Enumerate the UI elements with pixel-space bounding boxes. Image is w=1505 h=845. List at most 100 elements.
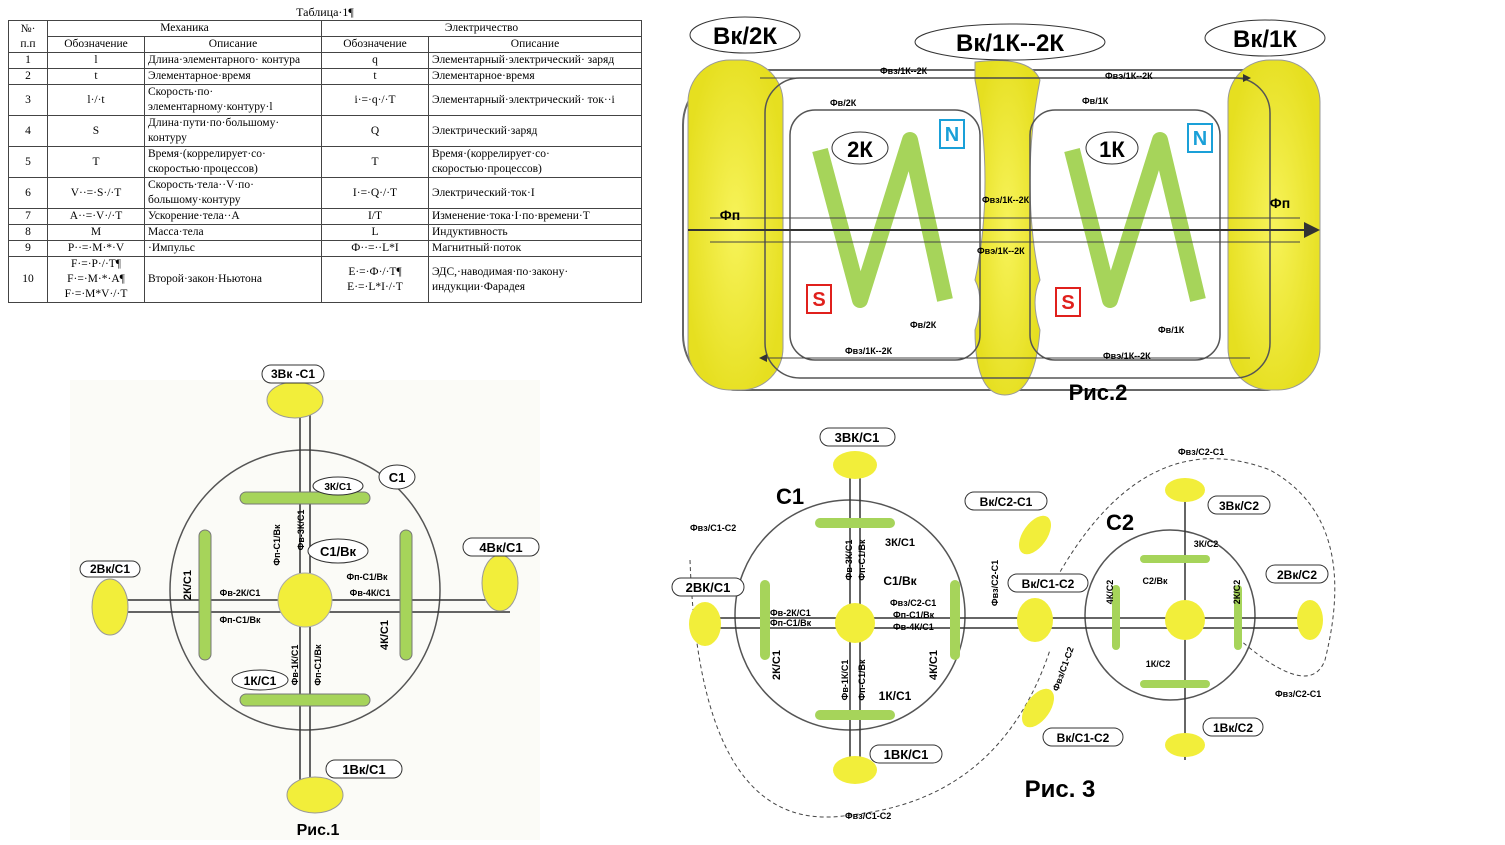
fig3-fv3k: Фв-3К/С1 (844, 540, 854, 581)
fig2-fv2k-top: Фв/2К (830, 98, 857, 108)
fig3-vk2c2: 2Вк/С2 (1277, 568, 1317, 582)
cell-e1: I·=·Q·/·T (321, 177, 429, 209)
fig1-fv-3k: Фв-3К/С1 (296, 510, 306, 551)
fig1-vk4: 4Вк/С1 (479, 540, 522, 555)
fig2-vk1k2k-oval (914, 23, 1106, 61)
fig3-centerc2: С2/Вк (1142, 576, 1168, 586)
fig2-coil-2k (812, 132, 953, 308)
cell-n: 4 (8, 115, 48, 147)
fig3-k4c2: 4К/С2 (1105, 580, 1115, 605)
cell-e2: Элементарный·электрический· заряд (428, 52, 642, 69)
fig3-vk3c2: 3Вк/С2 (1219, 499, 1259, 513)
cell-e1: Q (321, 115, 429, 147)
cell-e2: Электрический·заряд (428, 115, 642, 147)
cell-m1: V··=·S·/·T (47, 177, 145, 209)
fig3-fvz-c2c1-r: Фвз/С2-С1 (1275, 689, 1321, 699)
cell-m1: T (47, 146, 145, 178)
fig3-fv2k: Фв-2К/С1 (770, 608, 811, 618)
fig3-k1c1: 1К/С1 (879, 689, 912, 703)
fig2-fve-bot: Фвэ/1К--2К (1103, 351, 1151, 361)
fig3-k2c2: 2К/С2 (1232, 580, 1242, 605)
cell-m2: Скорость·тела··V·по· большому·контуру (144, 177, 322, 209)
fig2-coil-1k (1064, 132, 1206, 308)
fig3-c2: С2 (1106, 510, 1134, 535)
fig1-vk2: 2Вк/С1 (90, 562, 130, 576)
fig3-k3c2: 3К/С2 (1194, 539, 1219, 549)
fig3-vkc1c2: Вк/С1-С2 (1022, 577, 1075, 591)
fig1-caption: Рис.1 (297, 822, 340, 839)
fig3-vk1c1: 1ВК/С1 (884, 747, 929, 762)
fig1-k2: 2К/С1 (182, 570, 194, 600)
fig3: 3ВК/С1 1ВК/С1 2ВК/С1 Вк/С2-С1 Вк/С1-С2 В… (671, 427, 1336, 821)
fig2-fv1k-top: Фв/1К (1082, 96, 1109, 106)
fig2-vk1k-blob (1227, 59, 1321, 391)
table-1: Таблица·1¶ №· п.п Механика Электричество… (8, 4, 642, 303)
fig1-k3: 3К/С1 (324, 482, 352, 493)
fig3-vkc2c1: Вк/С2-С1 (980, 495, 1033, 509)
fig3-fvz-c1c2-b: Фвз/С1-С2 (845, 811, 891, 821)
fig3-vkc1c2b: Вк/С1-С2 (1057, 731, 1110, 745)
fig1-fv-2k: Фв-2К/С1 (220, 588, 261, 598)
fig1-vk3: 3Вк -С1 (271, 367, 315, 381)
mech-elec-table: №· п.п Механика Электричество Обозначени… (8, 20, 642, 303)
cell-e2: Электрический·ток·I (428, 177, 642, 209)
fig3-k2c1: 2К/С1 (771, 650, 783, 680)
fig3-fvz-c1c2: Фвз/С1-С2 (690, 523, 736, 533)
fig2-vk2k-oval (689, 16, 801, 54)
fig1-fv-4k: Фв-4К/С1 (350, 588, 391, 598)
fig3-fpc1: Фп-С1/Вк (770, 618, 812, 628)
fig1-k1: 1К/С1 (244, 674, 277, 688)
fig2: Вк/2К Вк/1К--2К Вк/1К 2К 1К N N S S Фп Ф… (682, 16, 1326, 405)
fig2-fv1k-bot: Фв/1К (1158, 325, 1185, 335)
fig1-center: С1/Вк (320, 544, 357, 559)
fig3-centerc1: С1/Вк (883, 574, 917, 588)
cell-n: 6 (8, 177, 48, 209)
fig1-fp-r: Фп-С1/Вк (346, 572, 388, 582)
fig3-k1c2: 1К/С2 (1146, 659, 1171, 669)
fig1-k4: 4К/С1 (379, 620, 391, 650)
fig2-s-right: S (1061, 292, 1074, 314)
fig1: 3Вк -С1 1Вк/С1 2Вк/С1 4Вк/С1 С1 С1/Вк 3К… (70, 364, 540, 840)
fig1-fp-v: Фп-С1/Вк (272, 524, 282, 566)
fig2-fve-mid: Фвэ/1К--2К (977, 246, 1025, 256)
fig2-2k-label: 2К (847, 137, 873, 162)
fig2-vk1k-label: Вк/1К (1233, 26, 1297, 53)
fig2-fv2k-bot: Фв/2К (910, 320, 937, 330)
fig3-vk1c2: 1Вк/С2 (1213, 721, 1253, 735)
cell-e2: Элементарный·электрический· ток··i (428, 84, 642, 116)
fig2-vk2k-label: Вк/2К (713, 23, 777, 50)
fig2-n-left: N (945, 124, 959, 146)
fig3-fv1k: Фв-1К/С1 (840, 660, 850, 701)
cell-e2: Время·(коррелирует·со· скоростью·процесс… (428, 146, 642, 178)
table-caption: Таблица·1¶ (296, 5, 354, 19)
cell-m2: Второй·закон·Ньютона (144, 256, 322, 303)
fig2-vk1k2k-label: Вк/1К--2К (956, 30, 1064, 57)
fig3-k3c1: 3К/С1 (885, 537, 915, 549)
fig2-vk2k-blob (687, 59, 784, 391)
fig3-fpc1-v: Фп-С1/Вк (857, 659, 867, 701)
cell-m2: Время·(коррелирует·со· скоростью·процесс… (144, 146, 322, 178)
fig2-caption: Рис.2 (1069, 380, 1128, 405)
fig2-fp-left: Фп (720, 207, 740, 223)
fig2-fvz-top: Фвз/1К--2К (880, 66, 928, 76)
fig2-1k-label: 1К (1099, 137, 1125, 162)
fig2-fp-right: Фп (1270, 195, 1290, 211)
fig3-fvz-c1c2-v: Фвз/С1-С2 (1051, 646, 1076, 693)
fig1-vk1: 1Вк/С1 (342, 762, 385, 777)
fig3-fvz-c2c1: Фвз/С2-С1 (1178, 447, 1224, 457)
fig1-fp-h: Фп-С1/Вк (219, 615, 261, 625)
fig3-vk3c1: 3ВК/С1 (835, 430, 880, 445)
fig3-k4c1: 4К/С1 (928, 650, 940, 680)
fig3-caption: Рис. 3 (1025, 776, 1096, 803)
fig2-vk1k-oval (1204, 19, 1326, 57)
fig1-fp-v2: Фп-С1/Вк (313, 644, 323, 686)
col-mech-designation: Обозначение (47, 36, 145, 53)
